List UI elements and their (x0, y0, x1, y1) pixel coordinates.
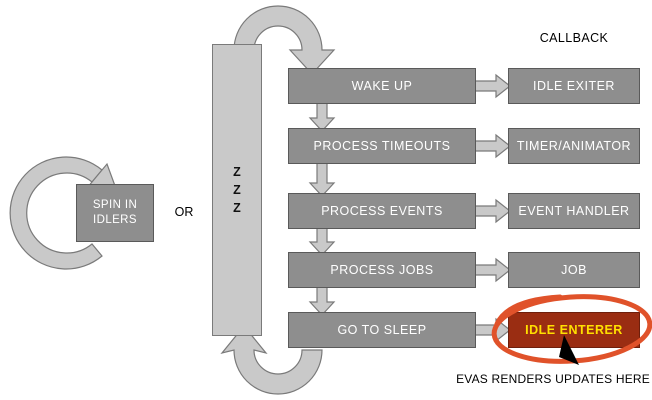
step-wake-up: WAKE UP (288, 68, 476, 104)
spin-box-label-line1: SPIN IN (92, 199, 138, 211)
idler-loop-arrow (9, 156, 103, 270)
spin-in-idlers-box: SPIN IN IDLERS (76, 184, 154, 242)
callback-event-handler: EVENT HANDLER (508, 193, 640, 229)
step-go-to-sleep: GO TO SLEEP (288, 312, 476, 348)
zzz-letter: Z (233, 201, 241, 215)
step-process-events: PROCESS EVENTS (288, 193, 476, 229)
down-arrow (308, 99, 336, 132)
zzz-letter: Z (233, 165, 241, 179)
right-arrow (473, 257, 511, 283)
callback-idle-enterer: IDLE ENTERER (508, 312, 640, 348)
callback-timer-animator: TIMER/ANIMATOR (508, 128, 640, 164)
step-process-timeouts: PROCESS TIMEOUTS (288, 128, 476, 164)
down-arrow (308, 224, 336, 256)
zzz-letter: Z (233, 183, 241, 197)
callback-idle-exiter: IDLE EXITER (508, 68, 640, 104)
step-process-jobs: PROCESS JOBS (288, 252, 476, 288)
top-loop-arrow (233, 5, 336, 75)
right-arrow (473, 198, 511, 224)
callback-column-header: CALLBACK (539, 31, 609, 45)
right-arrow (473, 73, 511, 99)
spin-box-label-line2: IDLERS (93, 214, 137, 226)
sleep-zzz-box: Z Z Z (212, 44, 262, 336)
down-arrow (308, 283, 336, 316)
right-arrow (473, 317, 511, 343)
down-arrow (308, 159, 336, 197)
annotation-text: EVAS RENDERS UPDATES HERE (456, 372, 650, 386)
or-label: OR (174, 205, 194, 219)
bottom-loop-arrow (220, 325, 323, 395)
callback-job: JOB (508, 252, 640, 288)
right-arrow (473, 133, 511, 159)
